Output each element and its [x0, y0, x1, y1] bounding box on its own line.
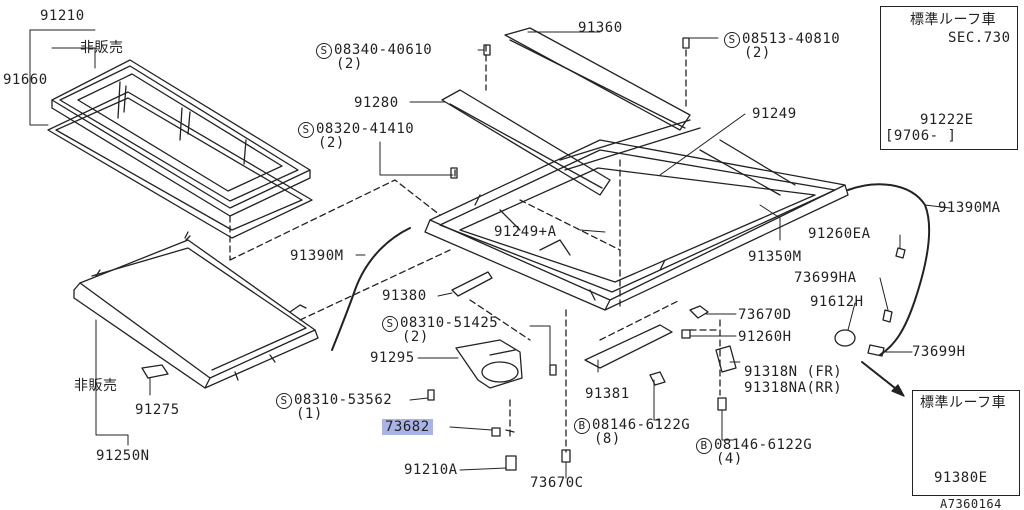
inset-arrow [861, 361, 901, 393]
inset-bottom-title: 標準ルーフ車 [920, 395, 1007, 411]
s-symbol: S [276, 393, 292, 409]
label-91210: 91210 [40, 8, 85, 24]
label-73670c: 73670C [530, 475, 584, 491]
inset-arrowhead [891, 384, 905, 397]
inset-top-date: [9706- ] [885, 128, 957, 144]
bracket-91381-drawing [584, 324, 673, 369]
label-91260h: 91260H [738, 329, 792, 345]
label-91318n: 91318N (FR) [744, 364, 843, 380]
drain-hose-rear [847, 183, 931, 356]
screws-drawing [427, 37, 727, 471]
label-91390m: 91390M [290, 248, 344, 264]
label-nonsale-bottom: 非販売 [74, 378, 118, 394]
inset-top-title: 標準ルーフ車 [910, 12, 997, 28]
assembly-dashed-lines [229, 44, 721, 453]
qty-08146-4: (4) [716, 451, 743, 467]
label-91380: 91380 [382, 288, 427, 304]
inset-bottom-part: 91380E [934, 470, 988, 486]
label-91381: 91381 [585, 386, 630, 402]
qty-08310-51425: (2) [402, 329, 429, 345]
s-symbol: S [382, 316, 398, 332]
front-rail-drawing [441, 27, 691, 196]
label-91249-a: 91249+A [494, 224, 557, 240]
leader-lines [29, 29, 951, 479]
qty-08310-53562: (1) [296, 406, 323, 422]
qty-08320: (2) [318, 135, 345, 151]
diagram-code: A7360164 [940, 497, 1002, 510]
s-symbol: S [316, 43, 332, 59]
inset-top-sec: SEC.730 [948, 30, 1011, 46]
label-91210a: 91210A [404, 462, 458, 478]
sunroof-frame-drawing [424, 119, 849, 311]
label-91295: 91295 [370, 350, 415, 366]
label-nonsale-top: 非販売 [80, 40, 124, 56]
inset-standard-roof-bottom [912, 390, 1020, 496]
label-73670d: 73670D [738, 307, 792, 323]
label-91318na: 91318NA(RR) [744, 380, 843, 396]
qty-08340: (2) [336, 56, 363, 72]
label-91280: 91280 [354, 95, 399, 111]
label-91350m: 91350M [748, 249, 802, 265]
label-91275: 91275 [135, 402, 180, 418]
sunshade-drawing [73, 231, 319, 389]
qty-08146-8: (8) [594, 431, 621, 447]
b-symbol: B [574, 418, 590, 434]
s-symbol: S [724, 32, 740, 48]
label-91249: 91249 [752, 106, 797, 122]
s-symbol: S [298, 122, 314, 138]
label-91250n: 91250N [96, 448, 150, 464]
b-symbol: B [696, 438, 712, 454]
inset-standard-roof-top [880, 6, 1018, 150]
label-91660: 91660 [3, 72, 48, 88]
qty-08513: (2) [744, 45, 771, 61]
motor-drawing [455, 339, 523, 389]
clips-drawing [681, 247, 906, 373]
drain-hose-front [331, 227, 411, 351]
label-73699h: 73699H [912, 344, 966, 360]
bracket-91380-drawing [451, 271, 493, 297]
label-73682-highlighted[interactable]: 73682 [382, 419, 433, 435]
label-91390ma: 91390MA [938, 200, 1001, 216]
label-91360: 91360 [578, 20, 623, 36]
label-73699ha: 73699HA [794, 270, 857, 286]
label-91612h: 91612H [810, 294, 864, 310]
label-91260ea: 91260EA [808, 226, 871, 242]
inset-top-part: 91222E [920, 112, 974, 128]
glass-panel-drawing [47, 59, 313, 239]
